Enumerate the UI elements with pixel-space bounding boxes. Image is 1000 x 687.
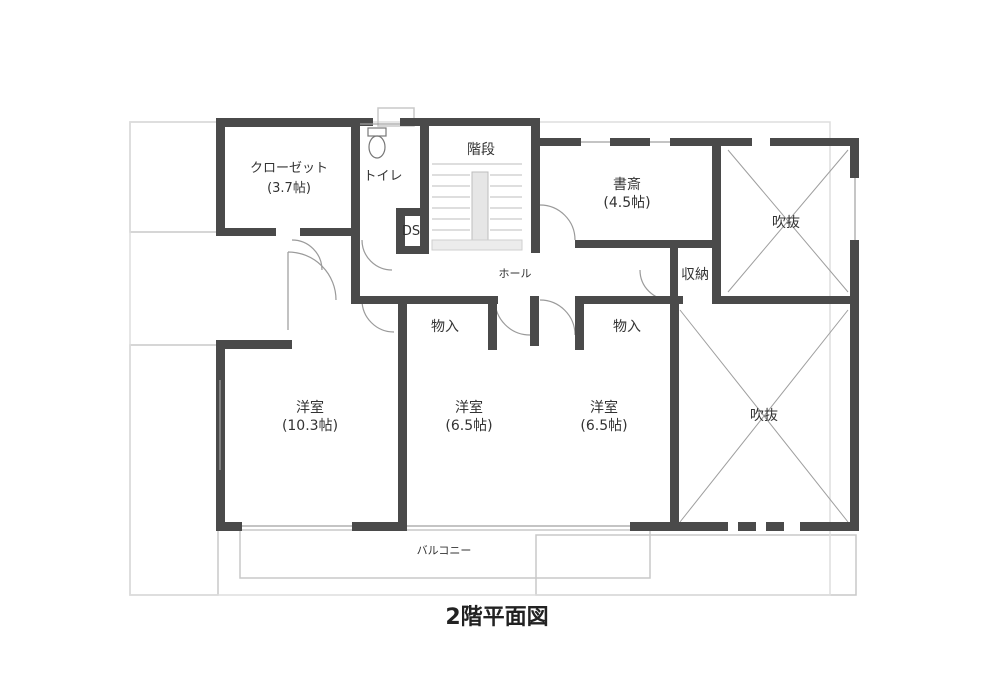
room-mid-name: 洋室 (455, 399, 483, 416)
study-size: (4.5帖) (603, 195, 650, 211)
study-name: 書斎 (613, 176, 641, 193)
closet-size: (3.7帖) (267, 181, 311, 196)
toilet-fixture (367, 127, 387, 159)
room-large-size: (10.3帖) (282, 418, 338, 434)
room-mid-size: (6.5帖) (445, 418, 492, 434)
closet-mid-left-label: 物入 (431, 319, 459, 335)
exterior-outlines (129, 107, 857, 596)
room-right-name: 洋室 (590, 399, 618, 416)
storage-label: 収納 (681, 267, 709, 283)
door-swings (287, 204, 671, 336)
toilet-label: トイレ (363, 169, 402, 184)
closet-mid-right-label: 物入 (613, 319, 641, 335)
balcony-label: バルコニー (417, 544, 472, 557)
plan-title: 2階平面図 (445, 605, 548, 630)
windows (219, 123, 856, 527)
stair-treads (431, 163, 523, 251)
room-large-name: 洋室 (296, 399, 324, 416)
hall-label: ホール (499, 267, 532, 280)
closet-name: クローゼット (250, 161, 328, 176)
stairs-label: 階段 (467, 142, 495, 158)
walls (216, 118, 859, 531)
room-right-size: (6.5帖) (580, 418, 627, 434)
void-lower-label: 吹抜 (750, 408, 778, 424)
void-upper-label: 吹抜 (772, 215, 800, 231)
void-cross-lines (679, 149, 849, 523)
ds-label: DS (402, 224, 420, 239)
